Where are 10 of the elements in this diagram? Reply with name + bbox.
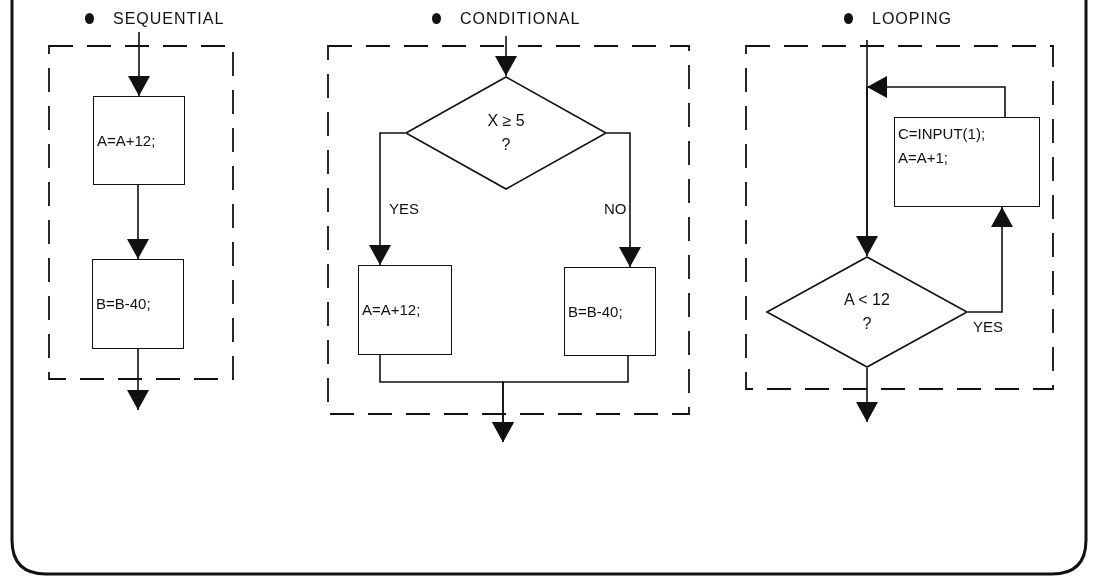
section-heading: LOOPING [872, 9, 952, 29]
process-box: B=B-40; [564, 267, 656, 356]
process-box: B=B-40; [92, 259, 184, 349]
process-box: C=INPUT(1); A=A+1; [894, 117, 1040, 207]
section-heading: SEQUENTIAL [113, 9, 225, 29]
decision-diamond: X ≥ 5 ? [405, 76, 607, 190]
decision-diamond: A < 12 ? [766, 256, 968, 368]
process-box: A=A+12; [93, 96, 185, 185]
process-box: A=A+12; [358, 265, 452, 355]
section-heading: CONDITIONAL [460, 9, 581, 29]
